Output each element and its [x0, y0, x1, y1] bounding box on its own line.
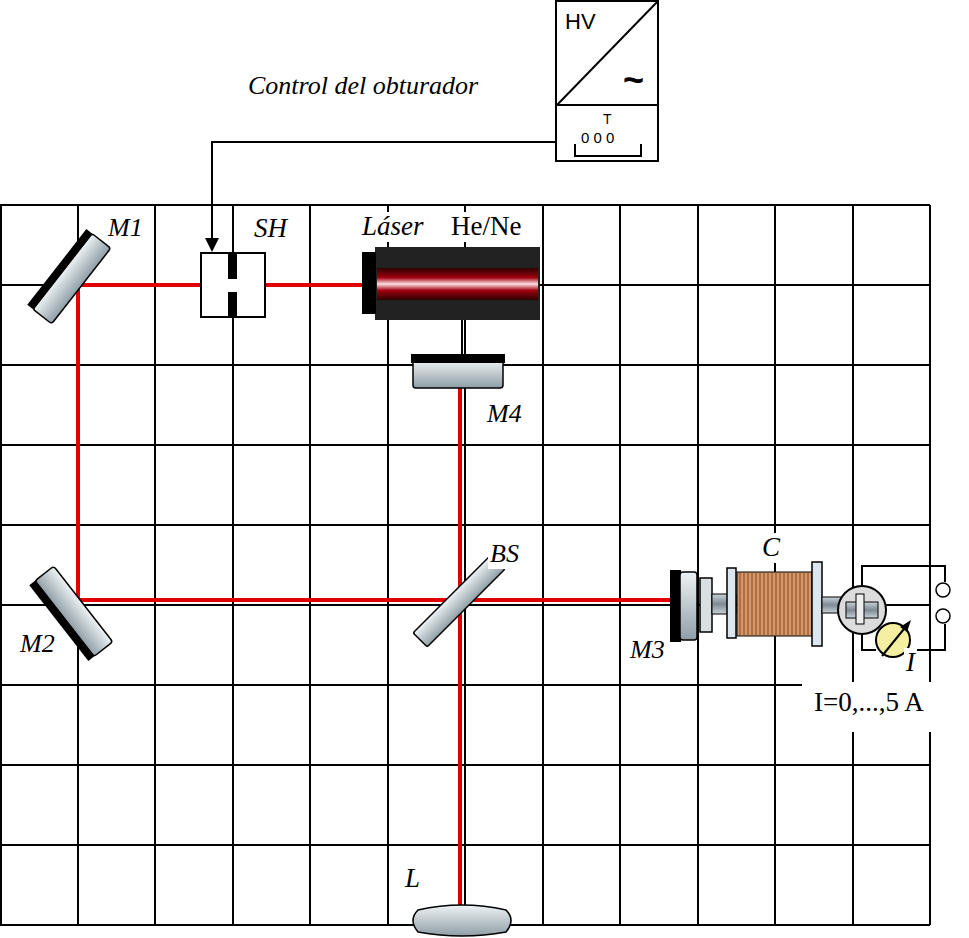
part-name: C	[760, 533, 782, 563]
label-patch	[802, 682, 969, 732]
mirror	[411, 354, 505, 388]
power-supply-box: HV ~ T 0 0 0	[555, 0, 659, 162]
shutter-symbol	[202, 254, 264, 316]
current-symbol: I	[904, 648, 917, 678]
part-name: Láser	[360, 212, 426, 242]
mirror	[27, 229, 111, 324]
part-name: L	[403, 864, 422, 894]
lens	[413, 905, 511, 936]
current-range: I=0,...,5 A	[812, 688, 926, 718]
supply-marking: ~	[623, 60, 644, 100]
mirror-actuator	[670, 562, 950, 657]
part-name: SH	[252, 214, 289, 244]
part-name: M2	[18, 630, 57, 659]
laser-beam	[78, 285, 672, 910]
part-name: He/Ne	[449, 212, 523, 242]
supply-marking: 0 0 0	[581, 130, 614, 147]
part-name: BS	[488, 540, 521, 569]
beam-splitter	[413, 555, 505, 647]
supply-marking: T	[603, 112, 612, 127]
part-name: M1	[106, 214, 145, 243]
optical-table-grid	[0, 205, 930, 925]
shutter-box: SH	[200, 252, 266, 318]
part-name: M4	[485, 400, 524, 429]
laser-tube	[362, 247, 540, 355]
supply-marking: HV	[565, 10, 596, 34]
control-wire	[205, 142, 555, 252]
shutter-control-label: Control del obturador	[246, 72, 480, 101]
part-name: M3	[628, 636, 667, 665]
